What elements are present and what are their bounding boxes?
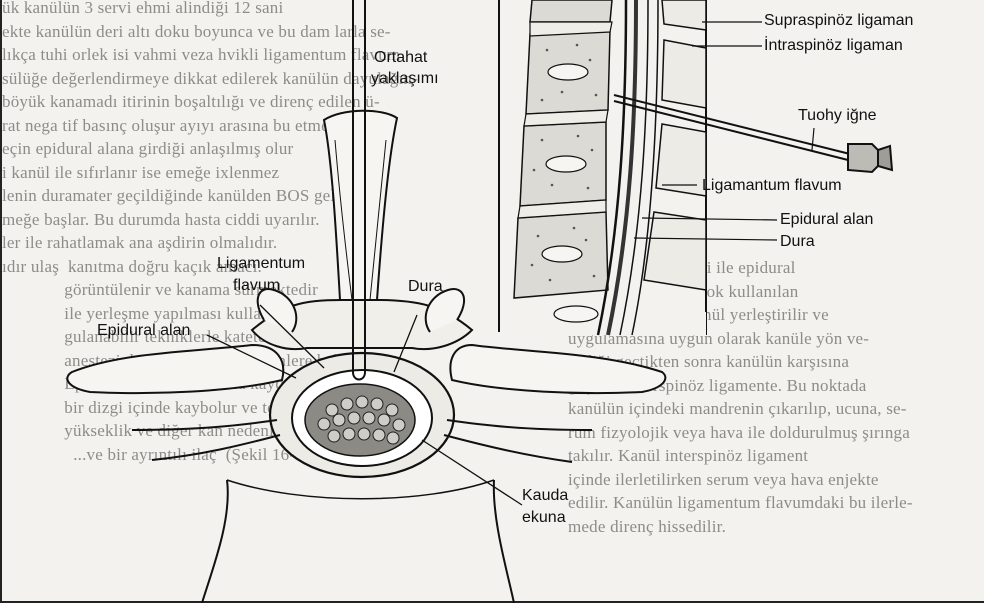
label-dura-left: Dura (408, 277, 443, 297)
label-kauda-line2: ekuna (522, 508, 566, 528)
label-ligamentum-line1: Ligamentum (217, 254, 305, 274)
label-ortahat-line1: Ortahat (374, 48, 427, 68)
label-kauda-line1: Kauda (522, 486, 568, 506)
label-tuohy: Tuohy iğne (798, 106, 877, 126)
label-epidural-left: Epidural alan (97, 321, 190, 341)
label-intraspinoz: İntraspinöz ligaman (764, 36, 903, 56)
label-dura-right: Dura (780, 232, 815, 252)
label-epidural-right: Epidural alan (780, 210, 873, 230)
label-ligamentum-line2: flavum (233, 276, 280, 296)
label-ortahat-line2: yaklaşımı (371, 69, 439, 89)
label-supraspinoz: Supraspinöz ligaman (764, 11, 913, 31)
label-ligamentum-flavum-right: Ligamantum flavum (702, 176, 842, 196)
